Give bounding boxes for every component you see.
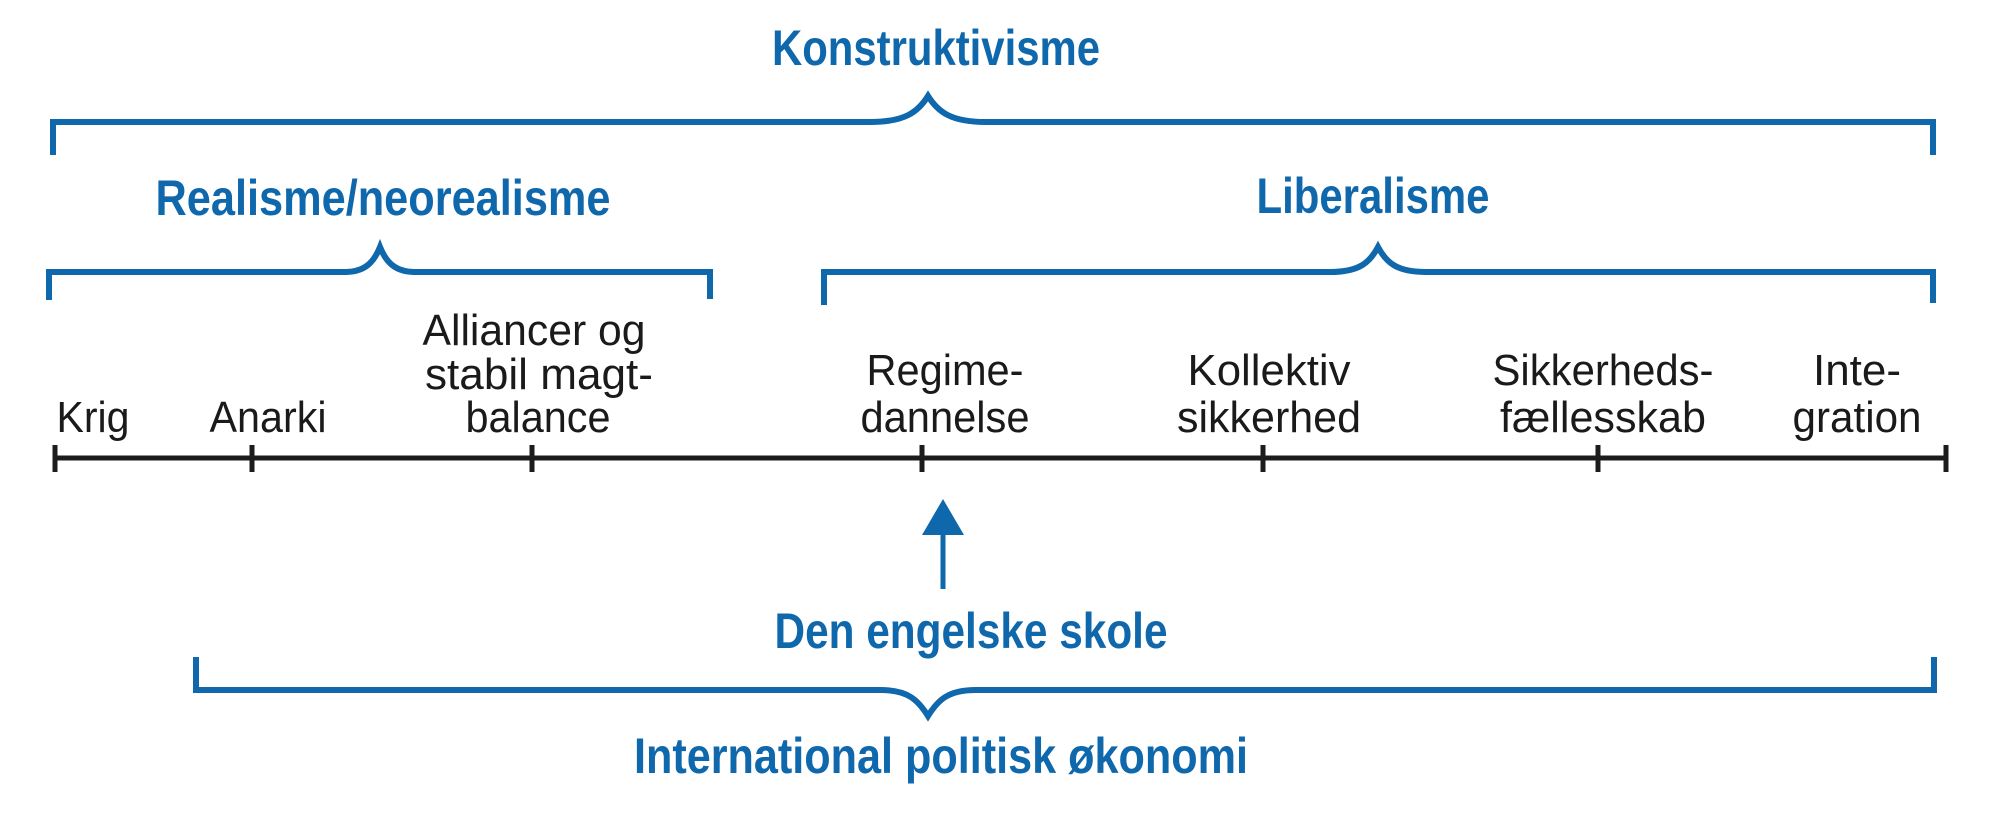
- timeline-label-anarki: Anarki: [210, 393, 327, 442]
- timeline-axis: [52, 445, 1949, 472]
- timeline-label-integration-line1: Inte-: [1813, 346, 1901, 395]
- timeline-label-kollektiv-line2: sikkerhed: [1177, 393, 1361, 442]
- timeline-label-regime-line2: dannelse: [861, 393, 1030, 442]
- ipe-heading: International politisk økonomi: [634, 728, 1248, 784]
- timeline-label-integration-line2: gration: [1793, 393, 1922, 442]
- constructivism-heading: Konstruktivisme: [772, 20, 1100, 76]
- realism-heading: Realisme/neorealisme: [156, 170, 611, 226]
- timeline-label-alliancer-line2: stabil magt-: [425, 350, 653, 399]
- timeline-label-regime-line1: Regime-: [867, 346, 1024, 395]
- realism-brace: [46, 238, 713, 300]
- timeline-label-kollektiv-line1: Kollektiv: [1188, 346, 1351, 395]
- timeline-label-alliancer-line3: balance: [466, 393, 611, 442]
- liberalism-brace: [821, 240, 1936, 305]
- timeline-label-krig: Krig: [57, 393, 130, 442]
- english-school-heading: Den engelske skole: [775, 603, 1168, 659]
- liberalism-heading: Liberalisme: [1257, 168, 1490, 224]
- constructivism-brace: [50, 90, 1936, 155]
- ipe-brace: [193, 657, 1937, 722]
- timeline-label-alliancer-line1: Alliancer og: [423, 306, 646, 355]
- timeline-labels: Krig Anarki Alliancer og stabil magt- ba…: [57, 306, 1922, 442]
- timeline-label-sikkerheds-line2: fællesskab: [1500, 393, 1706, 442]
- timeline-label-sikkerheds-line1: Sikkerheds-: [1493, 346, 1714, 395]
- arrow-up-icon: [922, 499, 964, 589]
